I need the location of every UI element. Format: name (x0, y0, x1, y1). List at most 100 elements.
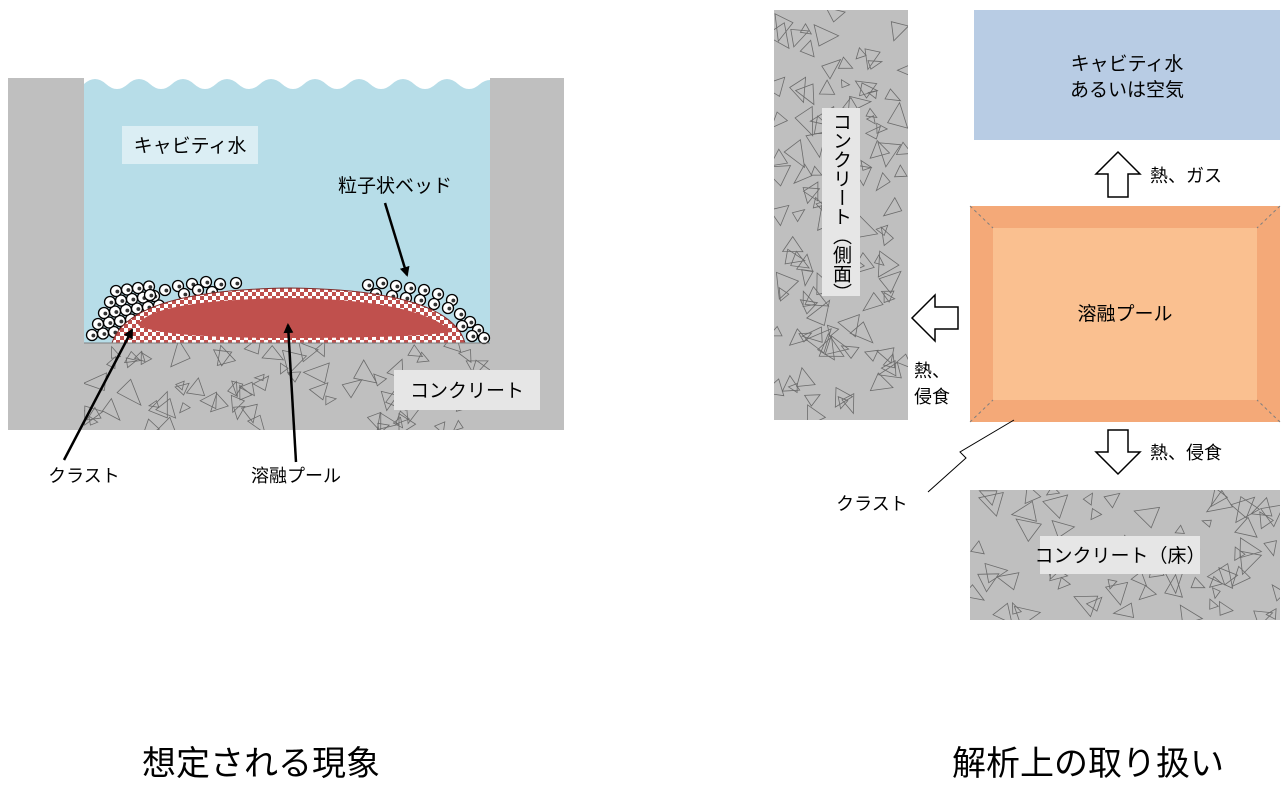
aggregate-mark (1133, 506, 1161, 529)
aggregate-mark (799, 39, 815, 58)
aggregate-mark (133, 350, 146, 363)
heat-erosion-side-line2: 侵食 (914, 387, 950, 408)
aggregate-mark (869, 139, 891, 159)
aggregate-mark (1013, 605, 1042, 620)
particle-sphere-core (125, 308, 130, 313)
particle-sphere-core (461, 324, 466, 329)
aggregate-mark (774, 378, 785, 397)
aggregate-mark (1265, 607, 1277, 620)
side-concrete-label: コンクリート（側面） (830, 112, 852, 302)
aggregate-mark (230, 394, 246, 414)
aggregate-mark (774, 111, 789, 128)
particle-sphere-core (205, 280, 210, 285)
aggregate-mark (1015, 518, 1043, 543)
aggregate-mark (875, 172, 891, 192)
particle-sphere-core (459, 312, 464, 317)
aggregate-mark (175, 380, 185, 391)
aggregate-mark (253, 373, 265, 382)
aggregate-mark (877, 142, 902, 168)
aggregate-mark (864, 125, 882, 140)
aggregate-mark (1239, 537, 1263, 559)
aggregate-mark (147, 390, 168, 419)
aggregate-mark (377, 422, 391, 430)
aggregate-mark (886, 101, 908, 129)
aggregate-mark (174, 382, 190, 396)
aggregate-mark (1209, 598, 1220, 610)
particle-sphere-core (219, 282, 224, 287)
cavity-water-or-air-line1: キャビティ水 (1071, 53, 1184, 75)
crust-label-right: クラスト (836, 494, 908, 515)
aggregate-mark (179, 402, 191, 414)
aggregate-mark (199, 391, 217, 410)
aggregate-mark (453, 419, 464, 430)
aggregate-mark (821, 58, 842, 80)
aggregate-mark (308, 382, 329, 401)
aggregate-mark (880, 359, 897, 377)
aggregate-mark (341, 379, 363, 399)
right-caption: 解析上の取り扱い (952, 744, 1224, 784)
particle-sphere-core (108, 321, 113, 325)
aggregate-mark (240, 403, 258, 424)
particle-sphere-core (381, 281, 386, 286)
particle-sphere-core (197, 288, 202, 293)
aggregate-mark (978, 491, 1004, 517)
particle-sphere-core (437, 292, 442, 297)
aggregate-mark (1250, 496, 1273, 517)
particle-sphere-core (126, 288, 131, 292)
aggregate-mark (774, 76, 786, 98)
aggregate-mark (869, 372, 894, 392)
particle-sphere-core (149, 293, 154, 298)
aggregate-mark (1259, 504, 1280, 528)
aggregate-mark (1057, 576, 1072, 590)
aggregate-mark (978, 490, 998, 506)
aggregate-mark (995, 572, 1020, 591)
aggregate-mark (185, 377, 206, 397)
aggregate-mark (970, 540, 985, 555)
aggregate-mark (1234, 516, 1258, 538)
aggregate-mark (227, 380, 238, 398)
aggregate-mark (261, 344, 285, 361)
aggregate-mark (1045, 490, 1061, 496)
particle-sphere-core (235, 281, 240, 286)
aggregate-mark (805, 328, 832, 354)
particle-sphere-core (419, 298, 424, 303)
aggregate-mark (1205, 490, 1234, 513)
aggregate-mark (101, 397, 121, 421)
particle-sphere-core (136, 307, 141, 311)
aggregate-mark (156, 416, 176, 430)
particle-sphere-core (177, 284, 182, 289)
aggregate-mark (302, 362, 330, 384)
particle-sphere-core (447, 306, 452, 311)
aggregate-mark (147, 399, 160, 408)
aggregate-mark (806, 299, 831, 326)
aggregate-mark (1012, 601, 1023, 615)
aggregate-mark (125, 357, 138, 369)
aggregate-mark (433, 421, 446, 430)
aggregate-mark (123, 350, 142, 364)
cavity-water-or-air-line2: あるいは空気 (1070, 79, 1184, 101)
aggregate-mark (233, 405, 246, 421)
particle-sphere-core (423, 288, 428, 293)
particle-bed-label: 粒子状ベッド (338, 175, 452, 197)
particle-sphere-core (119, 319, 124, 324)
left-concrete-wall (8, 78, 84, 430)
aggregate-mark (847, 95, 873, 114)
aggregate-mark (1218, 567, 1239, 586)
aggregate-mark (376, 412, 400, 430)
crust-pointer-line (927, 419, 1015, 493)
aggregate-mark (84, 405, 104, 426)
aggregate-mark (209, 392, 229, 413)
aggregate-mark (867, 60, 884, 70)
aggregate-mark (970, 584, 986, 601)
aggregate-mark (863, 349, 879, 362)
aggregate-mark (380, 390, 399, 412)
aggregate-mark (794, 105, 814, 137)
aggregate-mark (281, 349, 308, 375)
aggregate-mark (1104, 581, 1129, 606)
concrete-label-box (394, 370, 540, 410)
aggregate-mark (457, 348, 472, 364)
aggregate-mark (1085, 596, 1103, 612)
aggregate-mark (893, 164, 908, 178)
aggregate-mark (774, 13, 794, 43)
aggregate-mark (1263, 540, 1278, 557)
